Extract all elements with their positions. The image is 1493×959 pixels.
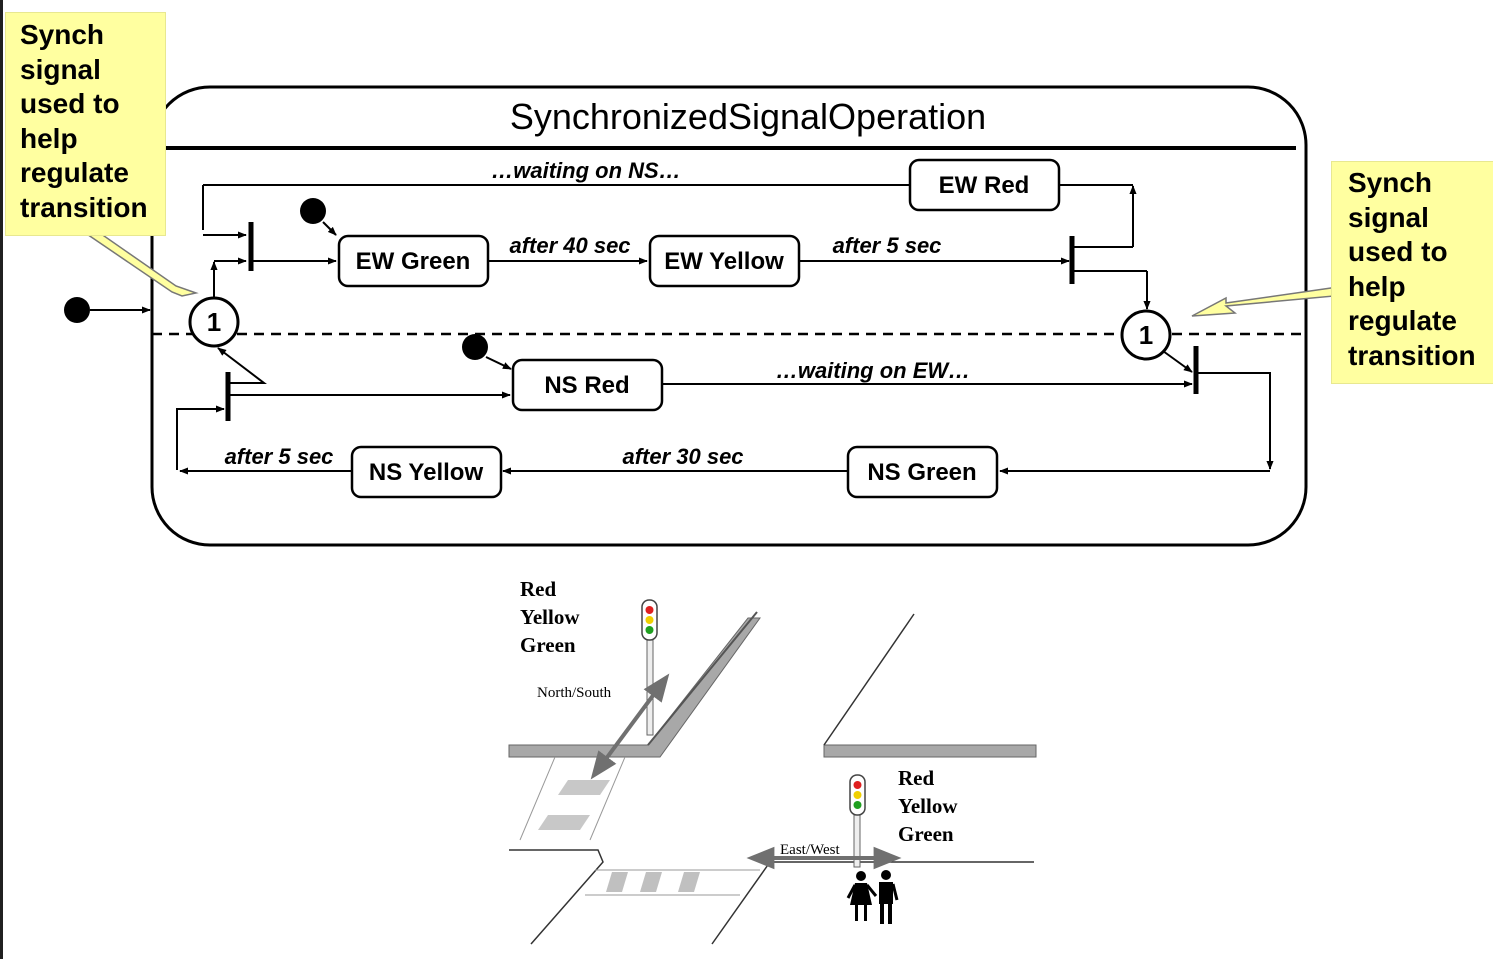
note-left-line: transition (20, 191, 148, 223)
note-right-line: help (1348, 270, 1406, 302)
road-curb-ew-right (823, 744, 1037, 758)
sync-state-left[interactable] (188, 296, 240, 348)
crosswalk-stripe (640, 872, 662, 892)
note-left-line: Synch (20, 19, 105, 50)
ns-direction-arrow (590, 673, 670, 780)
edge-join-down (1196, 372, 1274, 470)
label-waiting-ew: …waiting on EW… (776, 358, 970, 383)
label-after-5-ew: after 5 sec (833, 233, 942, 258)
edge-fork-to-sync (217, 347, 267, 384)
ew-light-green-label: Green (898, 822, 954, 846)
crosswalk-edge (589, 756, 626, 841)
state-ew-red-label: EW Red (939, 172, 1030, 199)
ns-light-yellow-label: Yellow (520, 605, 580, 629)
sync-state-right[interactable] (1120, 309, 1172, 361)
note-left-line: help (20, 122, 78, 154)
note-right-line: regulate (1348, 305, 1457, 337)
note-right-line: transition (1348, 339, 1476, 371)
crosswalk-stripe (678, 872, 700, 892)
pedestrians-icon (846, 870, 899, 924)
sync-state-left-label: 1 (207, 307, 221, 337)
state-ns-yellow-label: NS Yellow (369, 459, 484, 486)
left-edge-bar (0, 0, 3, 959)
road-edge-sw (509, 849, 604, 945)
note-right: Synch signal used to help regulate trans… (1331, 161, 1493, 384)
ew-direction-label: East/West (780, 842, 840, 858)
ns-light-red-label: Red (520, 577, 556, 601)
ew-light-red-label: Red (898, 766, 934, 790)
crosswalk-stripe (558, 780, 610, 795)
label-waiting-ns: …waiting on NS… (491, 158, 680, 183)
note-left: Synch signal used to help regulate trans… (5, 12, 166, 236)
ns-red-lamp (645, 606, 654, 614)
edge-initial-ns (485, 356, 512, 370)
state-ew-green-label: EW Green (356, 248, 471, 275)
note-right-line: Synch (1348, 167, 1433, 198)
ew-light-yellow-label: Yellow (898, 794, 958, 818)
ns-green-lamp (645, 626, 654, 634)
intersection-illustration: Red Yellow Green North/South Red Yellow … (508, 577, 1037, 945)
crosswalk-stripe (606, 872, 628, 892)
label-after-5-ns: after 5 sec (225, 444, 334, 469)
note-right-line: signal (1348, 201, 1429, 233)
sync-state-right-label: 1 (1139, 320, 1153, 350)
crosswalk-stripe (538, 815, 590, 830)
state-ns-green-label: NS Green (867, 459, 976, 486)
ew-yellow-lamp (853, 791, 862, 799)
note-right-line: used to (1348, 236, 1448, 268)
note-left-line: signal (20, 53, 101, 85)
ns-signal-pole (646, 639, 654, 736)
road-edge-se (711, 861, 771, 945)
ew-red-lamp (853, 781, 862, 789)
ns-yellow-lamp (645, 616, 654, 624)
note-left-line: regulate (20, 157, 129, 189)
note-pointer-right (1191, 285, 1346, 317)
label-after-40: after 40 sec (509, 233, 630, 258)
ew-green-lamp (853, 801, 862, 809)
initial-node-ew (300, 198, 326, 224)
state-ns-red-label: NS Red (544, 372, 629, 399)
note-left-line: used to (20, 88, 120, 120)
crosswalk-edge (519, 756, 556, 841)
initial-node-ns (462, 334, 488, 360)
edge-initial-ew (322, 221, 337, 236)
edge-sync-to-join-right (1162, 350, 1193, 373)
road-edge-ne (823, 613, 915, 746)
edge-nsyellow-to-fork (176, 405, 225, 470)
composite-state-title: SynchronizedSignalOperation (510, 96, 986, 137)
ns-light-green-label: Green (520, 633, 576, 657)
label-after-30: after 30 sec (622, 444, 743, 469)
ns-direction-label: North/South (537, 685, 612, 701)
state-ew-yellow-label: EW Yellow (664, 248, 784, 275)
initial-node-outer (64, 297, 90, 323)
state-ew-red[interactable] (908, 158, 1061, 212)
